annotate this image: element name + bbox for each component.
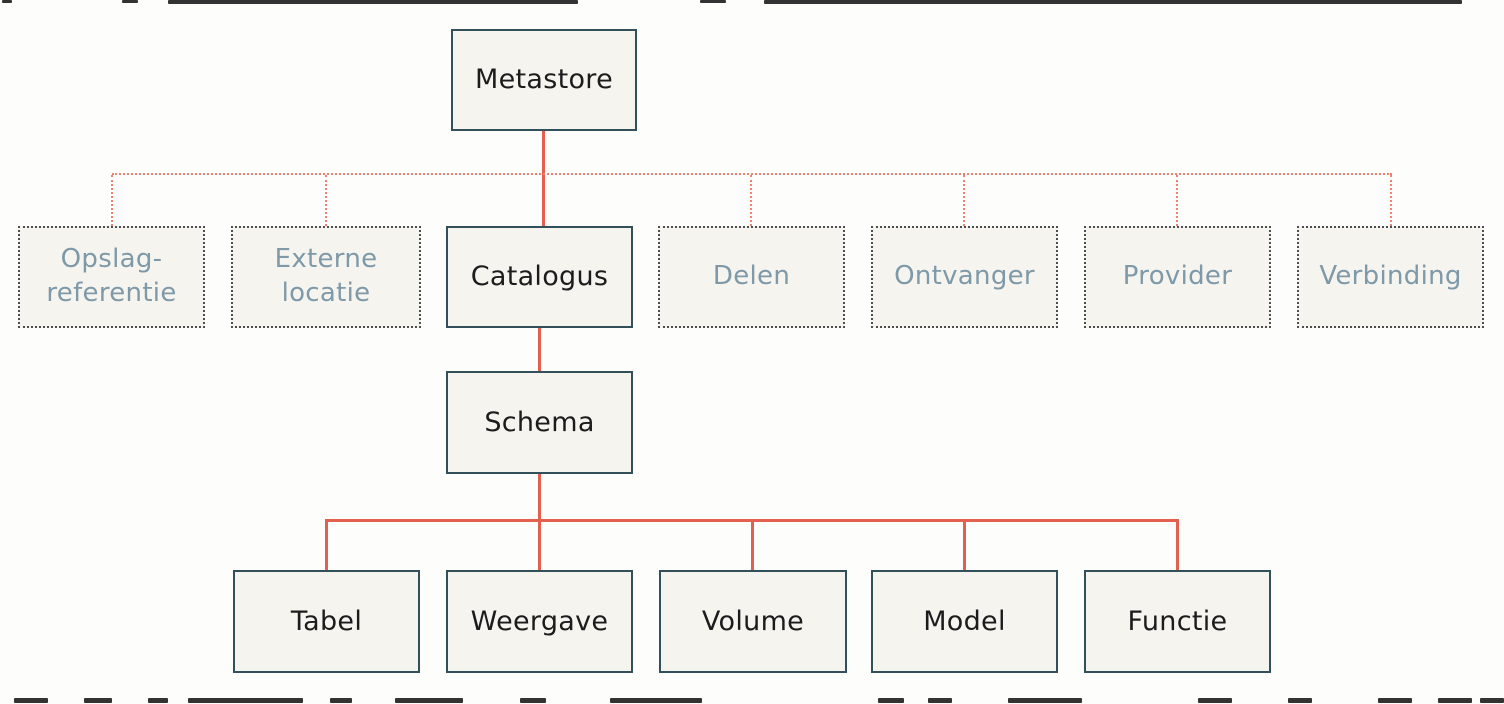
crop-artifact	[764, 0, 1462, 4]
connector-dashed-delen	[750, 175, 752, 226]
node-externe-locatie: Externe locatie	[231, 226, 421, 328]
connector-dashed-rail	[112, 173, 1392, 175]
crop-artifact	[1198, 698, 1232, 703]
node-weergave: Weergave	[446, 570, 633, 673]
crop-artifact	[1378, 698, 1412, 703]
node-schema: Schema	[446, 371, 633, 474]
crop-artifact	[330, 698, 352, 703]
crop-artifact	[1438, 698, 1472, 703]
connector-metastore-catalogus	[542, 131, 545, 227]
node-catalogus: Catalogus	[446, 226, 633, 328]
crop-artifact	[148, 698, 168, 703]
node-ontvanger: Ontvanger	[871, 226, 1058, 328]
node-model: Model	[871, 570, 1058, 673]
crop-artifact	[2, 0, 12, 3]
crop-artifact	[700, 0, 726, 3]
crop-artifact	[122, 0, 138, 3]
connector-schema-volume	[751, 519, 754, 570]
connector-schema-weergave	[538, 519, 541, 570]
node-functie: Functie	[1084, 570, 1271, 673]
node-delen: Delen	[658, 226, 845, 328]
connector-dashed-provider	[1176, 175, 1178, 226]
node-volume: Volume	[659, 570, 847, 673]
crop-artifact	[610, 698, 702, 703]
node-provider: Provider	[1084, 226, 1271, 328]
crop-artifact	[1008, 698, 1082, 703]
connector-dashed-verbinding	[1390, 175, 1392, 226]
connector-catalogus-schema	[538, 328, 541, 371]
crop-artifact	[1480, 698, 1504, 703]
crop-artifact	[188, 698, 303, 703]
connector-schema-model	[963, 519, 966, 570]
connector-schema-tabel	[325, 519, 328, 570]
connector-dashed-externe-locatie	[325, 175, 327, 226]
node-opslag-referentie: Opslag- referentie	[18, 226, 205, 328]
crop-artifact	[878, 698, 904, 703]
crop-artifact	[520, 698, 546, 703]
connector-schema-rail	[538, 474, 541, 520]
node-verbinding: Verbinding	[1297, 226, 1484, 328]
connector-dashed-ontvanger	[963, 175, 965, 226]
crop-artifact	[928, 698, 952, 703]
crop-artifact	[168, 0, 578, 4]
crop-artifact	[84, 698, 112, 703]
crop-artifact	[14, 698, 48, 703]
node-tabel: Tabel	[233, 570, 420, 673]
connector-dashed-opslag-referentie	[111, 175, 113, 226]
crop-artifact	[395, 698, 463, 703]
crop-artifact	[1288, 698, 1312, 703]
connector-schema-functie	[1176, 519, 1179, 570]
node-metastore: Metastore	[451, 29, 637, 131]
